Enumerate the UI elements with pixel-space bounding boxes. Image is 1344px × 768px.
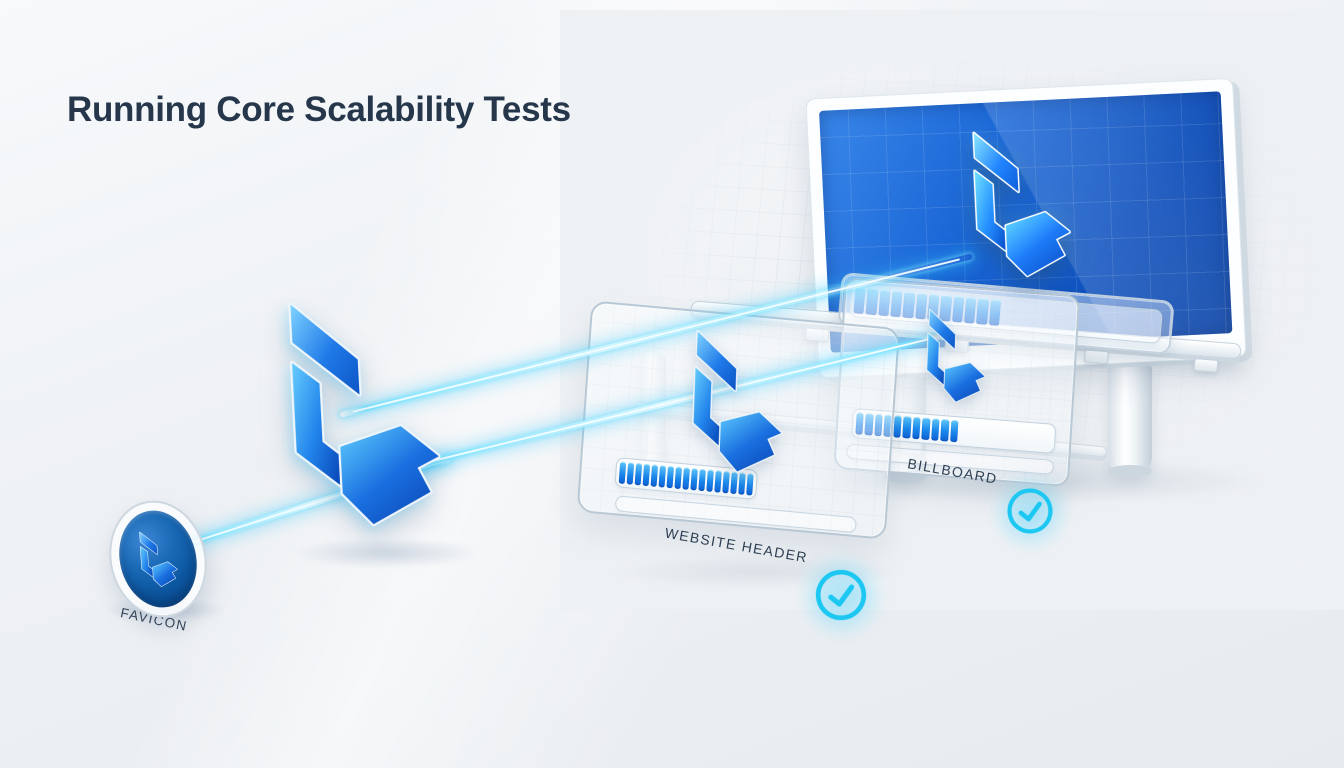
billboard-check-icon	[1007, 488, 1053, 534]
page-title: Running Core Scalability Tests	[67, 90, 571, 129]
website-header-logo-icon	[685, 328, 786, 476]
website-header-check-icon	[815, 569, 867, 621]
mount-clip	[1193, 358, 1219, 373]
billboard-card-logo-icon	[922, 308, 987, 405]
mount-clip	[1083, 349, 1109, 365]
favicon-logo-icon	[137, 529, 179, 590]
master-logo-icon	[280, 287, 445, 540]
logo-ground-shadow	[294, 538, 480, 568]
billboard-right-post	[1108, 360, 1152, 477]
billboard-screen-logo-icon	[964, 126, 1075, 283]
card-ground-shadow	[606, 555, 906, 589]
